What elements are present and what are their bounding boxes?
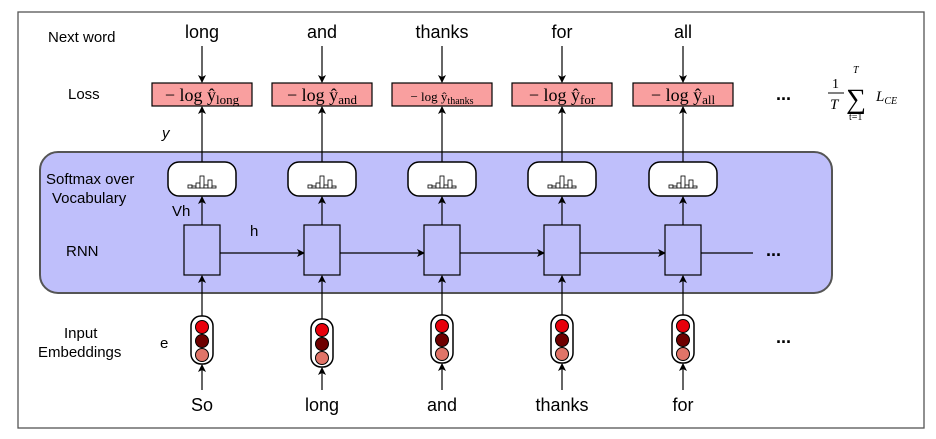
frac-denominator: T — [830, 97, 840, 113]
histogram-bar — [327, 179, 333, 189]
input-word: long — [305, 395, 339, 415]
input-label-1: Input — [64, 325, 98, 342]
embedding-unit — [555, 319, 569, 333]
histogram-bar — [547, 184, 553, 189]
embedding-unit — [435, 347, 449, 361]
histogram-bar — [559, 175, 565, 189]
frac-numerator: 1 — [832, 77, 839, 92]
histogram-bar — [680, 175, 686, 189]
timestep-column: for − log ŷfor thanks — [511, 22, 666, 415]
histogram-bar — [688, 179, 694, 189]
histogram-bar — [567, 179, 573, 189]
input-label-2: Embeddings — [38, 344, 121, 361]
histogram-bar — [555, 182, 561, 189]
rnn-cell — [183, 224, 221, 276]
timestep-column: all − log ŷall for — [632, 22, 753, 415]
rnn-block — [39, 151, 833, 294]
loss-term: − log ŷlong — [165, 85, 240, 107]
ellipsis-loss: ... — [776, 84, 791, 104]
histogram-bar — [571, 185, 577, 189]
output-word: thanks — [415, 22, 468, 42]
embedding-unit — [315, 351, 329, 365]
histogram-bar — [191, 185, 197, 189]
histogram-bar — [203, 184, 209, 189]
embedding-unit — [555, 347, 569, 361]
softmax-label-2: Vocabulary — [52, 190, 127, 207]
sum-lower: t=1 — [849, 112, 862, 123]
rnn-label: RNN — [66, 243, 99, 260]
histogram-bar — [439, 175, 445, 189]
embedding-unit — [315, 323, 329, 337]
rnn-cell — [664, 224, 702, 276]
input-word: So — [191, 395, 213, 415]
embedding-unit — [315, 337, 329, 351]
histogram-bar — [195, 182, 201, 189]
histogram-bar — [563, 184, 569, 189]
input-word: thanks — [535, 395, 588, 415]
histogram-bar — [451, 185, 457, 189]
next-word-label: Next word — [48, 29, 116, 46]
input-word: for — [672, 395, 693, 415]
loss-term: − log ŷfor — [529, 85, 596, 107]
embedding-unit — [435, 319, 449, 333]
histogram-bar — [187, 184, 193, 189]
sum-upper: T — [853, 65, 860, 76]
e-label: e — [160, 335, 168, 352]
embedding-unit — [195, 334, 209, 348]
embedding-unit — [435, 333, 449, 347]
y-label: y — [161, 125, 171, 142]
output-word: and — [307, 22, 337, 42]
h-label: h — [250, 223, 258, 240]
output-word: for — [551, 22, 572, 42]
histogram-bar — [331, 185, 337, 189]
histogram-bar — [427, 184, 433, 189]
ellipsis-input: ... — [776, 327, 791, 347]
histogram-bar — [307, 184, 313, 189]
rnn-cell — [303, 224, 341, 276]
histogram-bar — [551, 185, 557, 189]
embedding-unit — [676, 333, 690, 347]
embedding-unit — [195, 320, 209, 334]
embedding-unit — [555, 333, 569, 347]
histogram-bar — [447, 179, 453, 189]
rnn-cell — [423, 224, 461, 276]
loss-term: − log ŷthanks — [410, 89, 473, 107]
histogram-bar — [431, 185, 437, 189]
histogram-bar — [311, 185, 317, 189]
embedding-unit — [676, 319, 690, 333]
histogram-bar — [323, 184, 329, 189]
histogram-bar — [443, 184, 449, 189]
embedding-unit — [195, 348, 209, 362]
sum-symbol: ∑ — [846, 84, 866, 115]
timestep-column: thanks − log ŷthanks and — [391, 22, 545, 415]
output-word: all — [674, 22, 692, 42]
histogram-bar — [211, 185, 217, 189]
timestep-column: and − log ŷand long — [271, 22, 425, 415]
average-loss-formula: 1 T ∑ T t=1 LCE — [828, 65, 897, 123]
embedding-unit — [676, 347, 690, 361]
histogram-bar — [692, 185, 698, 189]
loss-term: − log ŷall — [651, 85, 716, 107]
histogram-bar — [668, 184, 674, 189]
loss-label: Loss — [68, 86, 100, 103]
softmax-label-1: Softmax over — [46, 171, 134, 188]
histogram-bar — [676, 182, 682, 189]
histogram-bar — [672, 185, 678, 189]
histogram-bar — [199, 175, 205, 189]
histogram-bar — [315, 182, 321, 189]
vh-label: Vh — [172, 203, 190, 220]
output-word: long — [185, 22, 219, 42]
sum-term: LCE — [875, 89, 897, 107]
histogram-bar — [684, 184, 690, 189]
input-word: and — [427, 395, 457, 415]
ellipsis-rnn: ... — [766, 240, 781, 260]
histogram-bar — [319, 175, 325, 189]
histogram-bar — [207, 179, 213, 189]
histogram-bar — [435, 182, 441, 189]
rnn-cell — [543, 224, 581, 276]
loss-term: − log ŷand — [287, 85, 357, 107]
